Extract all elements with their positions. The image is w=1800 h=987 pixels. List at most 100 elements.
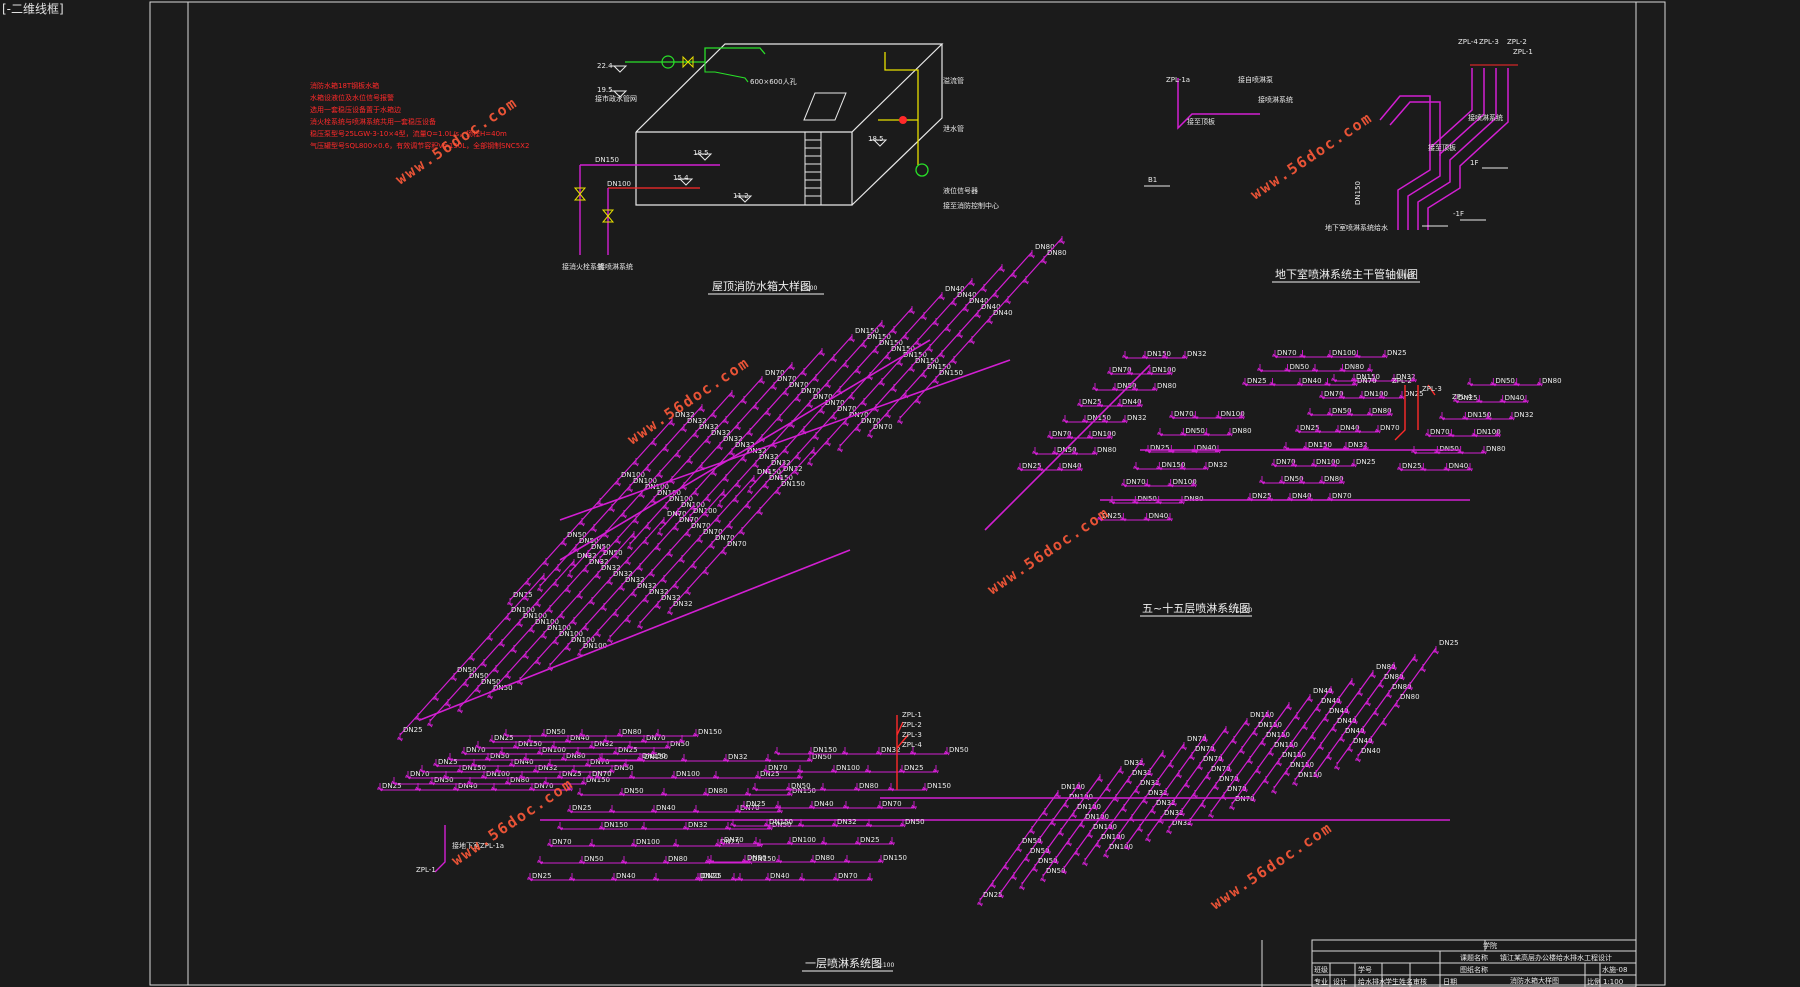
elevation-marker-3 [676,178,694,186]
pipe-size-label: DN80 [1372,407,1392,415]
pipe-size-label: DN70 [1174,410,1194,418]
pipe-size-label: DN32 [711,429,731,437]
pipe-size-label: DN32 [1187,350,1207,358]
pipe-size-label: DN100 [583,642,607,650]
pipe-size-label: DN150 [1467,411,1491,419]
tank-detail-view[interactable]: 消防水箱18T钢板水箱水箱设液位及水位信号报警选用一套稳压设备置于水箱边消火栓系… [310,43,999,295]
basement-dn-label: DN150 [1354,181,1362,205]
title-block[interactable] [1261,939,1637,987]
pipe-size-label: DN70 [703,528,723,536]
pipe-size-label: DN150 [883,854,907,862]
pipe-size-label: DN100 [792,836,816,844]
basement-view-scale: 1:100 [1397,273,1414,280]
pipe-size-label: DN70 [873,423,893,431]
pipe-size-label: DN32 [673,600,693,608]
inner-frame [187,1,1637,986]
pipe-size-label: DN25 [494,734,514,742]
floor1-riser-label-2: ZPL-3 [902,731,922,739]
pipe-size-label: DN40 [570,734,590,742]
pipe-size-label: DN32 [747,447,767,455]
pipe-size-label: DN80 [1345,363,1365,371]
pipe-size-label: DN70 [813,393,833,401]
ladder-icon [804,132,822,205]
floor1-note: 接地下室ZPL-1a [452,841,504,850]
basement-view-title: 地下室喷淋系统主干管轴侧图 [1275,267,1418,281]
pipe-size-label: DN40 [969,297,989,305]
riser-floor-5-15 [1394,384,1436,441]
row-label-1: 设计 [1333,977,1347,986]
pipe-size-label: DN100 [1061,783,1085,791]
floor-5-15-title: 五~十五层喷淋系统图 [1142,601,1250,615]
tank-view-title: 屋顶消防水箱大样图 [712,279,811,293]
pipe-size-label: DN32 [1124,759,1144,767]
sheet-label: 水施-08 [1602,965,1627,974]
branch-pipe [509,419,673,601]
pipe-size-label: DN40 [1340,424,1360,432]
pipe-size-label: DN150 [1298,771,1322,779]
tank-label-0: 22.4 [597,62,613,70]
pipe-size-label: DN100 [633,477,657,485]
pipe-size-label: DN70 [466,746,486,754]
tank-note-5: 气压罐型号SQL800×0.6，有效调节容积V=150L，全部钢制SNC5X2 [310,141,529,150]
viewport-label[interactable]: [-二维线框] [2,2,64,16]
basement-label-7: ZPL-3 [1479,38,1499,46]
pipe-size-label: DN70 [691,522,711,530]
row-label-3: 学号 [1358,965,1372,974]
pipe-size-label: DN50 [457,666,477,674]
pipe-size-label: DN32 [649,588,669,596]
pipe-size-label: DN32 [837,818,857,826]
pipe-size-label: DN150 [752,855,776,863]
pipe-size-label: DN40 [1449,462,1469,470]
pipe-size-label: DN32 [1140,779,1160,787]
pipe-size-label: DN70 [1112,366,1132,374]
pipe-size-label: DN150 [781,480,805,488]
pipe-size-label: DN150 [855,327,879,335]
pipe-size-label: DN150 [813,746,837,754]
pipe-size-label: DN100 [1332,349,1356,357]
sprinkler-network-upper-left[interactable]: DN25DN50DN100DN32DN50DN100DN32DN50DN100D… [397,236,1067,742]
sprinkler-network-floor1-right[interactable]: DN25DN50DN100DN50DN100DN50DN100DN50DN100… [540,639,1459,907]
pipe-size-label: DN100 [1092,430,1116,438]
basement-riser-bundle [1379,68,1509,230]
tank-labels: 22.419.5接市政水管网600×600人孔溢流管泄水管DN15018.515… [562,62,999,271]
pipe-size-label: DN50 [812,753,832,761]
branch-pipe [869,251,1033,433]
pipe-size-label: DN100 [1101,833,1125,841]
pipe-size-label: DN70 [777,375,797,383]
pipe-size-label: DN70 [715,534,735,542]
main-pipe [984,364,1151,531]
valve-icon [682,55,694,69]
pipe-size-label: DN32 [594,740,614,748]
pipe-size-label: DN50 [1495,377,1515,385]
pipe-size-label: DN40 [1197,444,1217,452]
pipe-size-label: DN70 [1219,775,1239,783]
pipe-size-label: DN80 [815,854,835,862]
tank-label-8: 15.4 [673,174,689,182]
pipe-size-label: DN32 [783,465,803,473]
pipe-size-label: DN32 [759,453,779,461]
pipe-size-label: DN32 [1208,461,1228,469]
pipe-size-label: DN40 [1345,727,1365,735]
tank-note-1: 水箱设液位及水位信号报警 [310,93,394,102]
pipe-size-label: DN40 [514,758,534,766]
pipe-size-label: DN32 [1127,414,1147,422]
pipe-size-label: DN70 [1126,478,1146,486]
branch-pipe [899,237,1063,419]
pipe-size-label: DN25 [438,758,458,766]
pipe-size-label: DN150 [642,752,666,760]
pipe-size-label: DN40 [770,872,790,880]
pipe-size-label: DN50 [481,678,501,686]
drawing-name: 消防水箱大样图 [1510,976,1559,985]
tank-notes: 消防水箱18T钢板水箱水箱设液位及水位信号报警选用一套稳压设备置于水箱边消火栓系… [310,81,529,150]
pipe-size-label: DN80 [708,787,728,795]
floor1-riser-label-1: ZPL-2 [902,721,922,729]
pipe-size-label: DN150 [462,764,486,772]
pipe-size-label: DN80 [1184,495,1204,503]
tank-label-1: 19.5 [597,86,613,94]
pipe-size-label: DN150 [1274,741,1298,749]
basement-label-8: ZPL-2 [1507,38,1527,46]
pipe-size-label: DN100 [1173,478,1197,486]
